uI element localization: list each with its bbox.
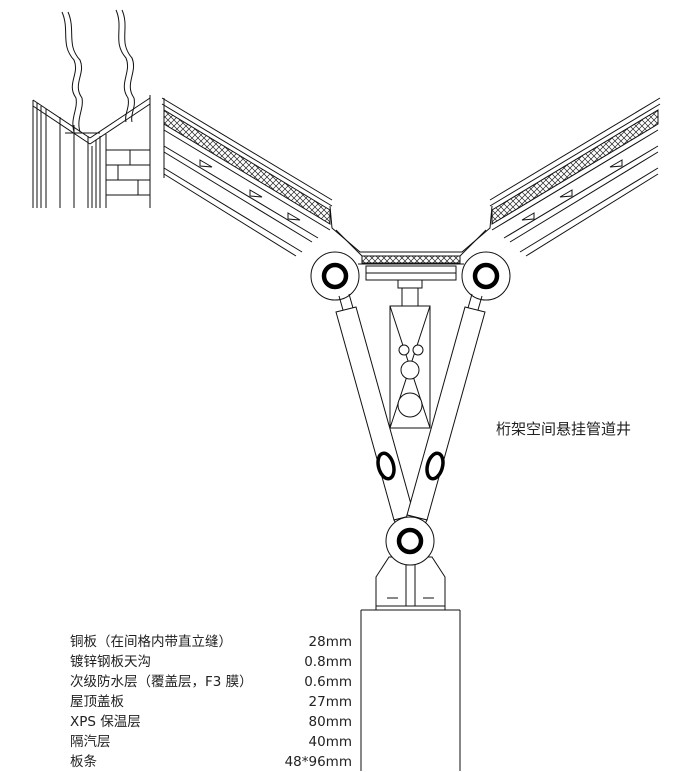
left-roof-slope (161, 97, 333, 257)
layer-row: 次级防水层（覆盖层，F3 膜） 0.6mm (70, 672, 352, 692)
corner-wall-detail (32, 9, 151, 208)
layer-thickness: 27mm (308, 694, 352, 710)
layer-thickness: 40mm (308, 734, 352, 750)
top-right-node (461, 251, 511, 301)
layer-row: 板条 48*96mm (70, 752, 352, 772)
layer-row: XPS 保温层 80mm (70, 712, 352, 732)
gutter (329, 205, 493, 281)
right-roof-slope (489, 97, 661, 257)
layer-thickness: 48*96mm (284, 754, 352, 770)
top-left-node (310, 251, 360, 301)
layer-name: 次级防水层（覆盖层，F3 膜） (70, 674, 253, 690)
layer-row: 隔汽层 40mm (70, 732, 352, 752)
diagram-caption: 桁架空间悬挂管道井 (496, 420, 632, 438)
layer-row: 镀锌钢板天沟 0.8mm (70, 652, 352, 672)
layer-row: 屋顶盖板 27mm (70, 692, 352, 712)
layer-name: 铜板（在间格内带直立缝） (70, 634, 232, 650)
layer-thickness: 0.6mm (304, 674, 352, 690)
layer-spec-list: 铜板（在间格内带直立缝） 28mm 镀锌钢板天沟 0.8mm 次级防水层（覆盖层… (70, 632, 352, 772)
layer-row: 铜板（在间格内带直立缝） 28mm (70, 632, 352, 652)
layer-name: 镀锌钢板天沟 (70, 654, 151, 670)
pipe-shaft (389, 279, 431, 429)
layer-thickness: 80mm (308, 714, 352, 730)
bottom-support (360, 516, 461, 771)
layer-name: 隔汽层 (70, 734, 111, 750)
layer-name: 屋顶盖板 (70, 694, 124, 710)
layer-thickness: 28mm (308, 634, 352, 650)
layer-name: XPS 保温层 (70, 714, 141, 730)
layer-thickness: 0.8mm (304, 654, 352, 670)
layer-name: 板条 (70, 754, 97, 770)
